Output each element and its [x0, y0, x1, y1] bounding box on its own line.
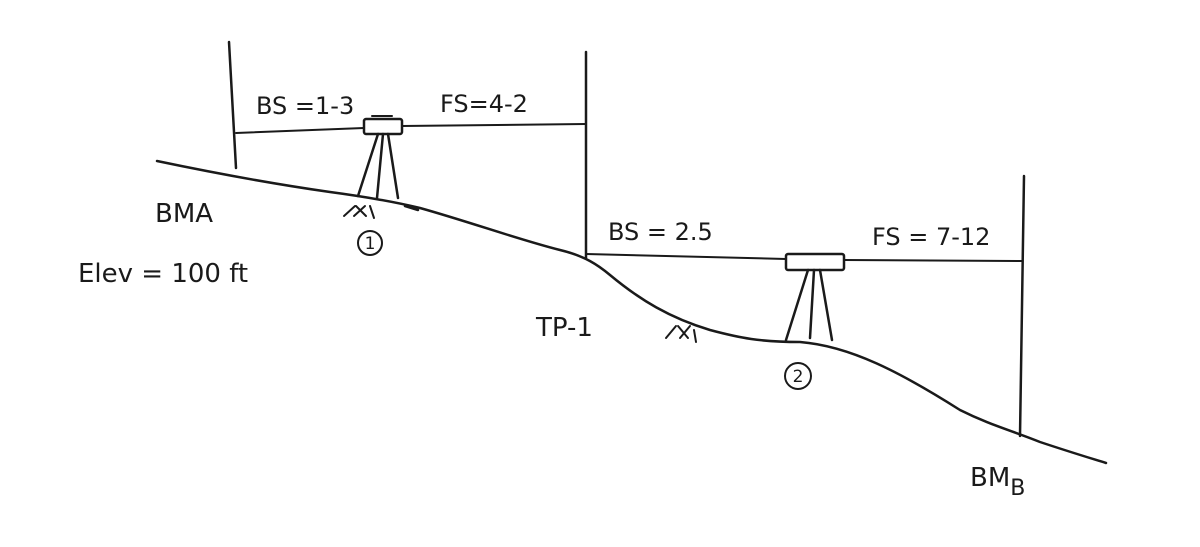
- ground-tick-2: [665, 325, 697, 343]
- level-instrument-2: [784, 252, 846, 342]
- foresight-reading-2: FS = 7-12: [872, 223, 990, 251]
- sight-line-bs-2: [585, 253, 787, 260]
- bench-mark-b-subscript: B: [1010, 476, 1025, 501]
- station-number-2: 2: [793, 367, 804, 387]
- bench-mark-a-label: BMA: [155, 199, 213, 229]
- ground-profile: [155, 159, 1108, 465]
- bench-mark-b-name: BM: [970, 463, 1010, 493]
- staff-rod-bma: [227, 40, 238, 170]
- station-marker-1: 1: [357, 230, 383, 256]
- level-instrument-1: [356, 115, 420, 212]
- ground-tick-1: [343, 205, 375, 219]
- sight-line-fs-2: [843, 259, 1023, 262]
- foresight-reading-1: FS=4-2: [440, 90, 528, 118]
- staff-rod-bmb: [1018, 174, 1026, 438]
- turning-point-label: TP-1: [535, 313, 593, 343]
- bench-mark-b-label: BMB: [970, 463, 1025, 501]
- sight-line-fs-1: [401, 123, 587, 127]
- station-marker-2: 2: [784, 362, 812, 390]
- backsight-reading-2: BS = 2.5: [608, 218, 713, 246]
- backsight-reading-1: BS =1-3: [256, 92, 354, 120]
- sight-line-bs-1: [235, 127, 365, 134]
- bench-mark-a-elevation: Elev = 100 ft: [78, 259, 248, 289]
- station-number-1: 1: [365, 234, 376, 254]
